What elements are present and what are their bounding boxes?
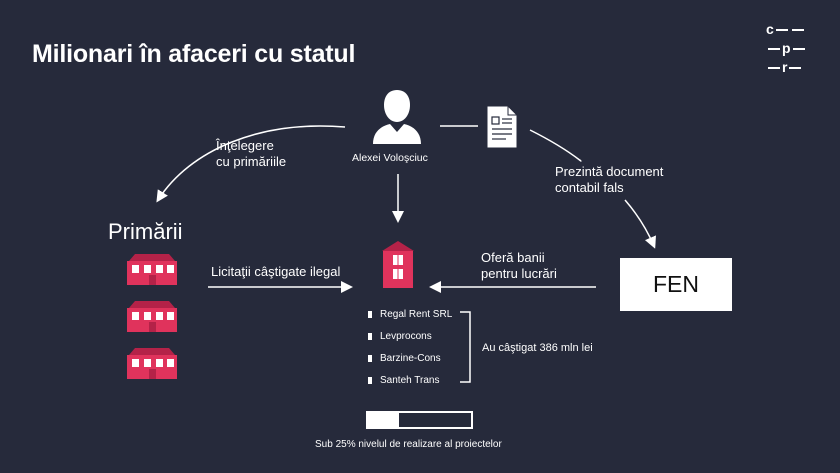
person-name: Alexei Voloşciuc [352, 152, 428, 164]
building-icon [382, 241, 414, 288]
arrow-person-to-primarii [156, 125, 346, 203]
agreement-label: Înţelegere cu primăriile [216, 138, 287, 169]
progress-caption: Sub 25% nivelul de realizare al proiecte… [315, 439, 502, 450]
fen-box: FEN [620, 258, 732, 311]
company-item: Santeh Trans [368, 375, 439, 386]
bullet-icon [368, 333, 372, 340]
house-icon [127, 348, 177, 379]
fake-document-label: Prezintă document contabil fals [555, 164, 664, 195]
company-item: Regal Rent SRL [368, 309, 452, 320]
bullet-icon [368, 355, 372, 362]
page-title: Milionari în afaceri cu statul [32, 40, 356, 68]
companies-bracket [460, 311, 471, 383]
house-icon [127, 301, 177, 332]
money-label: Oferă banii pentru lucrări [481, 250, 557, 281]
progress-bar [366, 411, 473, 429]
document-icon [486, 105, 518, 149]
person-icon [373, 90, 421, 144]
bullet-icon [368, 311, 372, 318]
primarii-heading: Primării [108, 219, 183, 244]
arrow-document-to-fen [529, 129, 582, 162]
cpr-logo: c p r [766, 20, 816, 77]
tenders-label: Licitaţii câştigate ilegal [211, 264, 341, 279]
company-item: Barzine-Cons [368, 353, 441, 364]
house-icon [127, 254, 177, 285]
won-amount-label: Au câştigat 386 mln lei [482, 342, 593, 354]
progress-fill [368, 413, 399, 427]
bullet-icon [368, 377, 372, 384]
company-item: Levprocons [368, 331, 432, 342]
